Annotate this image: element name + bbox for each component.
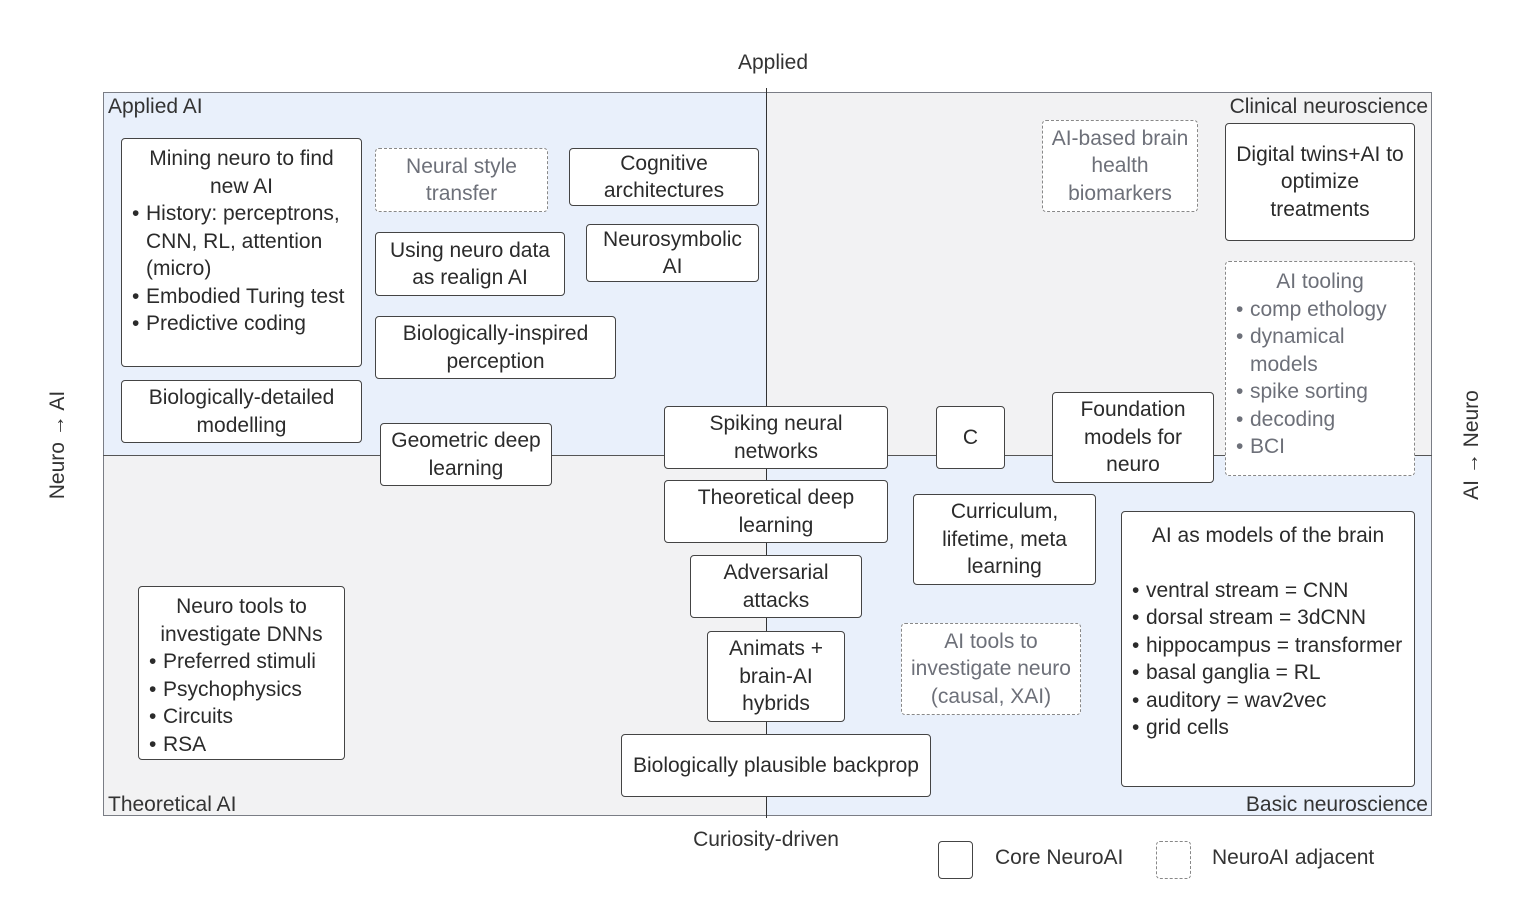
box-title: Foundation models for neuro [1080,398,1186,477]
box-title: Curriculum, lifetime, meta learning [942,500,1067,579]
legend-core-label: Core NeuroAI [995,846,1124,869]
box-c: C [936,406,1005,469]
bullet-item: auditory = wav2vec [1132,687,1408,715]
box-title: Cognitive architectures [603,151,725,203]
box-title: Neurosymbolic AI [603,227,742,279]
box-title: Biologically plausible backprop [632,753,919,777]
bullet-item: Preferred stimuli [149,648,338,676]
box-cognitive: Cognitive architectures [569,148,759,206]
axis-label-left: Neuro → AI [46,390,69,500]
box-adversarial: Adversarial attacks [690,555,862,618]
box-neurotools: Neuro tools to investigate DNNsPreferred… [138,586,345,760]
spacer [1128,550,1408,577]
bullet-item: Predictive coding [132,310,355,338]
box-aibased: AI-based brain health biomarkers [1042,120,1198,212]
box-title: AI as models of the brain [1151,524,1385,547]
box-title: AI tooling [1276,270,1364,293]
box-backprop: Biologically plausible backprop [621,734,931,797]
box-title: AI-based brain health biomarkers [1051,126,1189,205]
quadrant-label-clinical: Clinical neuroscience [1229,95,1428,118]
box-title: Mining neuro to find new AI [149,147,334,198]
bullet-item: hippocampus = transformer [1132,632,1408,660]
box-using: Using neuro data as realign AI [375,232,565,296]
box-theoretical: Theoretical deep learning [664,480,888,543]
legend-adjacent-label: NeuroAI adjacent [1212,846,1375,869]
box-neurosym: Neurosymbolic AI [586,224,759,282]
quadrant-label-theoretical-ai: Theoretical AI [108,793,237,816]
box-animats: Animats + brain-AI hybrids [707,631,845,722]
box-aitooling: AI tooling comp ethologydynamical modelss… [1225,261,1415,476]
box-title: Neuro tools to investigate DNNs [160,595,323,646]
bullet-list: History: perceptrons, CNN, RL, attention… [128,200,355,338]
box-title: Neural style transfer [406,154,517,206]
axis-label-bottom: Curiosity-driven [693,828,839,851]
box-title: Spiking neural networks [709,412,843,463]
bullet-item: ventral stream = CNN [1132,577,1408,605]
axis-label-top: Applied [737,51,809,74]
legend-core-swatch [938,841,973,879]
bullet-item: grid cells [1132,714,1408,742]
box-style: Neural style transfer [375,148,548,212]
bullet-item: comp ethology [1236,296,1408,324]
bullet-item: BCI [1236,433,1408,461]
box-title: Digital twins+AI to optimize treatments [1236,142,1404,221]
box-title: C [962,425,979,449]
quadrant-frame [103,92,1432,816]
box-title: Theoretical deep learning [697,486,855,537]
box-geometric: Geometric deep learning [380,423,552,486]
bullet-list: comp ethologydynamical modelsspike sorti… [1232,296,1408,461]
box-aitools: AI tools to investigate neuro (causal, X… [901,623,1081,715]
box-bioinspired: Biologically-inspired perception [375,316,616,379]
box-title: Geometric deep learning [391,429,541,480]
box-foundation: Foundation models for neuro [1052,392,1214,483]
box-mining: Mining neuro to find new AIHistory: perc… [121,138,362,367]
box-title: Adversarial attacks [723,561,829,612]
box-aimodels: AI as models of the brain ventral stream … [1121,511,1415,787]
box-spiking: Spiking neural networks [664,406,888,469]
bullet-item: dynamical models [1236,323,1408,378]
quadrant-label-applied-ai: Applied AI [108,95,203,118]
quadrant-label-basic: Basic neuroscience [1245,793,1428,816]
bullet-item: spike sorting [1236,378,1408,406]
bullet-item: decoding [1236,406,1408,434]
bullet-item: History: perceptrons, CNN, RL, attention… [132,200,355,283]
legend-adjacent-swatch [1156,841,1191,879]
box-biodetailed: Biologically-detailed modelling [121,380,362,443]
bullet-item: dorsal stream = 3dCNN [1132,604,1408,632]
box-digital: Digital twins+AI to optimize treatments [1225,123,1415,241]
box-title: Using neuro data as realign AI [390,238,550,290]
bullet-list: Preferred stimuliPsychophysicsCircuitsRS… [145,648,338,758]
bullet-item: Psychophysics [149,676,338,704]
box-title: Biologically-inspired perception [402,322,589,373]
bullet-item: RSA [149,731,338,759]
box-title: Animats + brain-AI hybrids [729,637,823,716]
axis-label-right: AI → Neuro [1460,390,1483,500]
bullet-item: Embodied Turing test [132,283,355,311]
box-curriculum: Curriculum, lifetime, meta learning [913,494,1096,585]
bullet-item: Circuits [149,703,338,731]
bullet-list: ventral stream = CNNdorsal stream = 3dCN… [1128,577,1408,742]
box-title: AI tools to investigate neuro (causal, X… [911,629,1071,708]
bullet-item: basal ganglia = RL [1132,659,1408,687]
box-title: Biologically-detailed modelling [148,386,335,437]
